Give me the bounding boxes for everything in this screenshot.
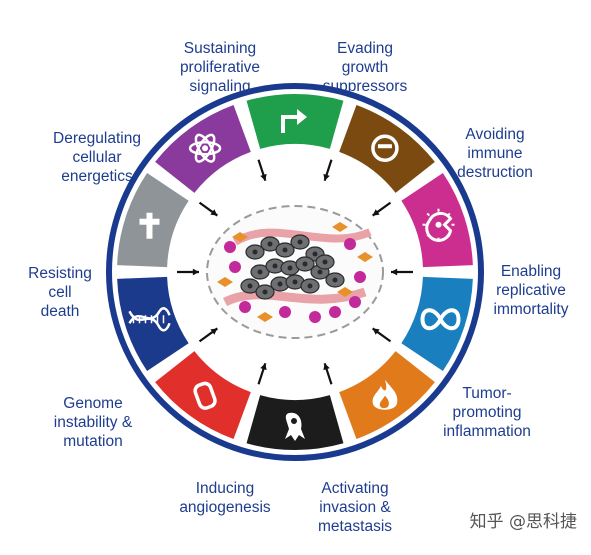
segment-angiogenesis	[155, 351, 251, 440]
immune-cell	[239, 301, 251, 313]
cell-nucleus	[277, 281, 283, 287]
arrow-head	[192, 268, 199, 276]
segment-avoiding	[401, 172, 473, 268]
cell-nucleus	[322, 259, 328, 265]
tumor-illustration	[206, 205, 384, 339]
outer-ring	[106, 83, 484, 461]
cell-nucleus	[272, 263, 278, 269]
arrow-head	[260, 363, 267, 371]
dna-icon	[128, 307, 171, 332]
cell-nucleus	[332, 277, 338, 283]
migrating-cell-icon	[285, 412, 305, 441]
cell-nucleus	[267, 241, 273, 247]
immune-cell	[309, 311, 321, 323]
atom-icon	[188, 133, 222, 163]
watermark: 知乎 @思科捷	[469, 512, 577, 532]
arrow-icon	[281, 109, 307, 133]
stromal-cell	[217, 277, 233, 287]
arrow-head	[323, 173, 330, 181]
wheel-group	[106, 83, 484, 461]
arrow-head	[210, 328, 218, 335]
stromal-cell	[232, 232, 248, 242]
segment-genome	[117, 276, 189, 372]
cell-nucleus	[247, 283, 253, 289]
arrow-head	[210, 209, 218, 216]
stromal-cell	[332, 222, 348, 232]
stromal-cell	[337, 287, 353, 297]
cell-nucleus	[317, 269, 323, 275]
immune-cell	[329, 306, 341, 318]
cross-icon	[139, 212, 160, 239]
segment-evading	[339, 104, 435, 193]
immune-cell	[229, 261, 241, 273]
cell-nucleus	[307, 283, 313, 289]
arrow-head	[372, 209, 380, 216]
cell-nucleus	[297, 239, 303, 245]
arrow-head	[323, 363, 330, 371]
arrow-head	[372, 328, 380, 335]
no-sign-icon	[371, 134, 399, 162]
infinity-icon	[420, 308, 461, 331]
stromal-cell	[257, 312, 273, 322]
immune-cell	[349, 296, 361, 308]
arrow-head	[260, 173, 267, 181]
segment-sustaining	[246, 93, 344, 149]
inward-arrows	[177, 159, 413, 385]
flame-icon	[372, 379, 398, 410]
cell-nucleus	[252, 249, 258, 255]
immune-cell-icon	[422, 208, 455, 242]
stromal-cell	[357, 252, 373, 262]
cell-nucleus	[292, 279, 298, 285]
cell-nucleus	[302, 261, 308, 267]
cell-nucleus	[312, 251, 318, 257]
cell-nucleus	[287, 265, 293, 271]
immune-cell	[354, 271, 366, 283]
immune-cell	[344, 238, 356, 250]
cell-nucleus	[262, 289, 268, 295]
arrow-head	[391, 268, 398, 276]
cell-nucleus	[257, 269, 263, 275]
immune-cell	[279, 306, 291, 318]
cell-nucleus	[282, 247, 288, 253]
immune-cell	[224, 241, 236, 253]
vessel-icon	[193, 381, 217, 410]
